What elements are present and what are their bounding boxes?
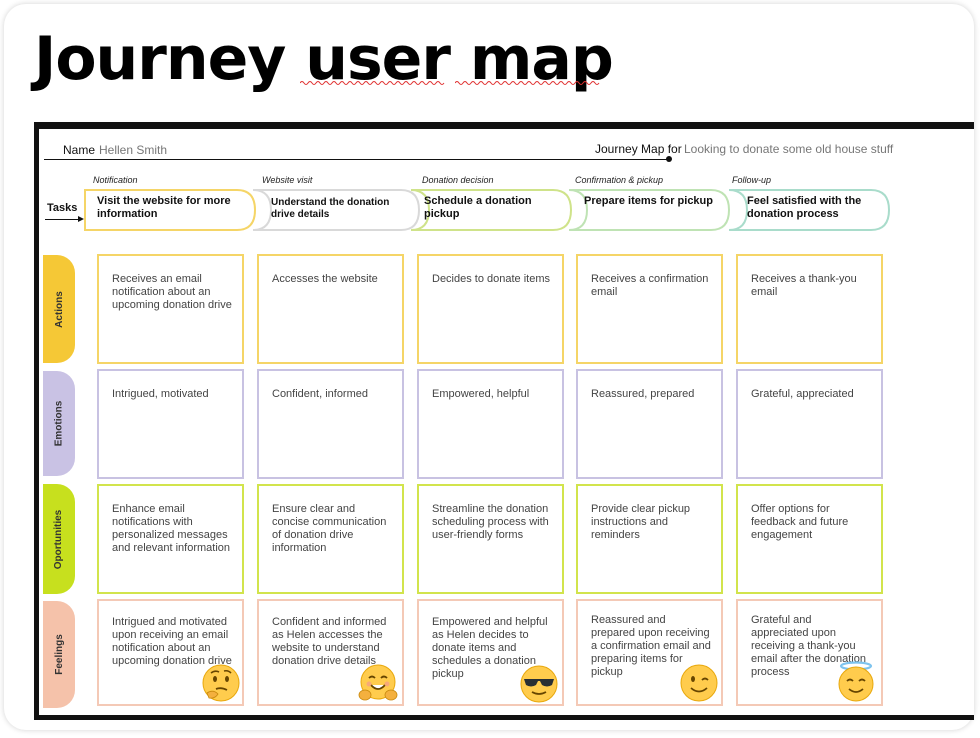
stage-label-confirmation-pickup: Confirmation & pickup	[575, 175, 664, 185]
stage-label-follow-up: Follow-up	[732, 175, 772, 185]
task-chevron-4	[568, 189, 731, 231]
stage-label-website-visit: Website visit	[262, 175, 313, 185]
name-label: Name	[63, 143, 96, 157]
tasks-arrow-head	[78, 216, 84, 222]
task-chevron-1	[84, 189, 257, 231]
cell-feelings-4: Reassured and prepared upon receiving a …	[576, 599, 723, 706]
spellcheck-underline-2	[455, 81, 600, 85]
cell-actions-2: Accesses the website	[257, 254, 404, 364]
cell-opportunities-3: Streamline the donation scheduling proce…	[417, 484, 564, 594]
task-text-4: Prepare items for pickup	[584, 195, 713, 207]
hugging-face-icon	[358, 663, 398, 703]
halo-face-icon	[836, 661, 876, 702]
lane-tab-emotions	[43, 371, 75, 476]
cell-opportunities-2: Ensure clear and concise communication o…	[257, 484, 404, 594]
lane-label-actions: Actions	[53, 290, 65, 328]
sunglasses-face-icon	[519, 664, 559, 704]
stage-label-donation-decision: Donation decision	[422, 175, 494, 185]
stage-label-notification: Notification	[93, 175, 138, 185]
spellcheck-underline-1	[300, 81, 445, 85]
persona-name: Hellen Smith	[99, 143, 168, 157]
task-chevron-2	[252, 189, 421, 231]
cell-actions-4: Receives a confirmation email	[576, 254, 723, 364]
task-text-5: Feel satisfied with the donation process	[747, 195, 862, 220]
header-divider-dot	[666, 156, 672, 162]
journey-board: Name Hellen Smith Journey Map for Lookin…	[34, 122, 974, 720]
lane-tab-feelings	[43, 601, 75, 708]
task-text-1: Visit the website for more information	[97, 195, 231, 220]
task-chevron-5	[728, 189, 891, 231]
header-divider	[44, 159, 669, 160]
cell-emotions-2: Confident, informed	[257, 369, 404, 479]
tasks-arrow-line	[45, 219, 81, 220]
cell-opportunities-4: Provide clear pickup instructions and re…	[576, 484, 723, 594]
task-text-2: Understand the donation drive details	[271, 197, 390, 220]
cell-emotions-5: Grateful, appreciated	[736, 369, 883, 479]
cell-emotions-3: Empowered, helpful	[417, 369, 564, 479]
cell-actions-5: Receives a thank-you email	[736, 254, 883, 364]
cell-emotions-1: Intrigued, motivated	[97, 369, 244, 479]
lane-tab-actions	[43, 255, 75, 363]
cell-actions-1: Receives an email notification about an …	[97, 254, 244, 364]
journey-map-label: Journey Map for	[595, 142, 682, 156]
cell-opportunities-1: Enhance email notifications with persona…	[97, 484, 244, 594]
lane-label-emotions: Emotions	[53, 400, 65, 447]
tasks-label: Tasks	[47, 202, 78, 214]
task-chevrons	[84, 189, 891, 231]
journey-goal: Looking to donate some old house stuff	[684, 142, 894, 156]
lane-tab-opportunities	[43, 484, 75, 594]
task-chevron-3	[410, 189, 573, 231]
cell-opportunities-5: Offer options for feedback and future en…	[736, 484, 883, 594]
lane-label-opportunities: Oportunities	[53, 509, 65, 569]
cell-emotions-4: Reassured, prepared	[576, 369, 723, 479]
task-text-3: Schedule a donation pickup	[424, 195, 532, 220]
cell-feelings-3: Empowered and helpful as Helen decides t…	[417, 599, 564, 706]
cell-actions-3: Decides to donate items	[417, 254, 564, 364]
winking-face-icon	[679, 663, 719, 703]
thinking-face-icon	[201, 663, 241, 703]
lane-label-feelings: Feelings	[53, 634, 65, 675]
